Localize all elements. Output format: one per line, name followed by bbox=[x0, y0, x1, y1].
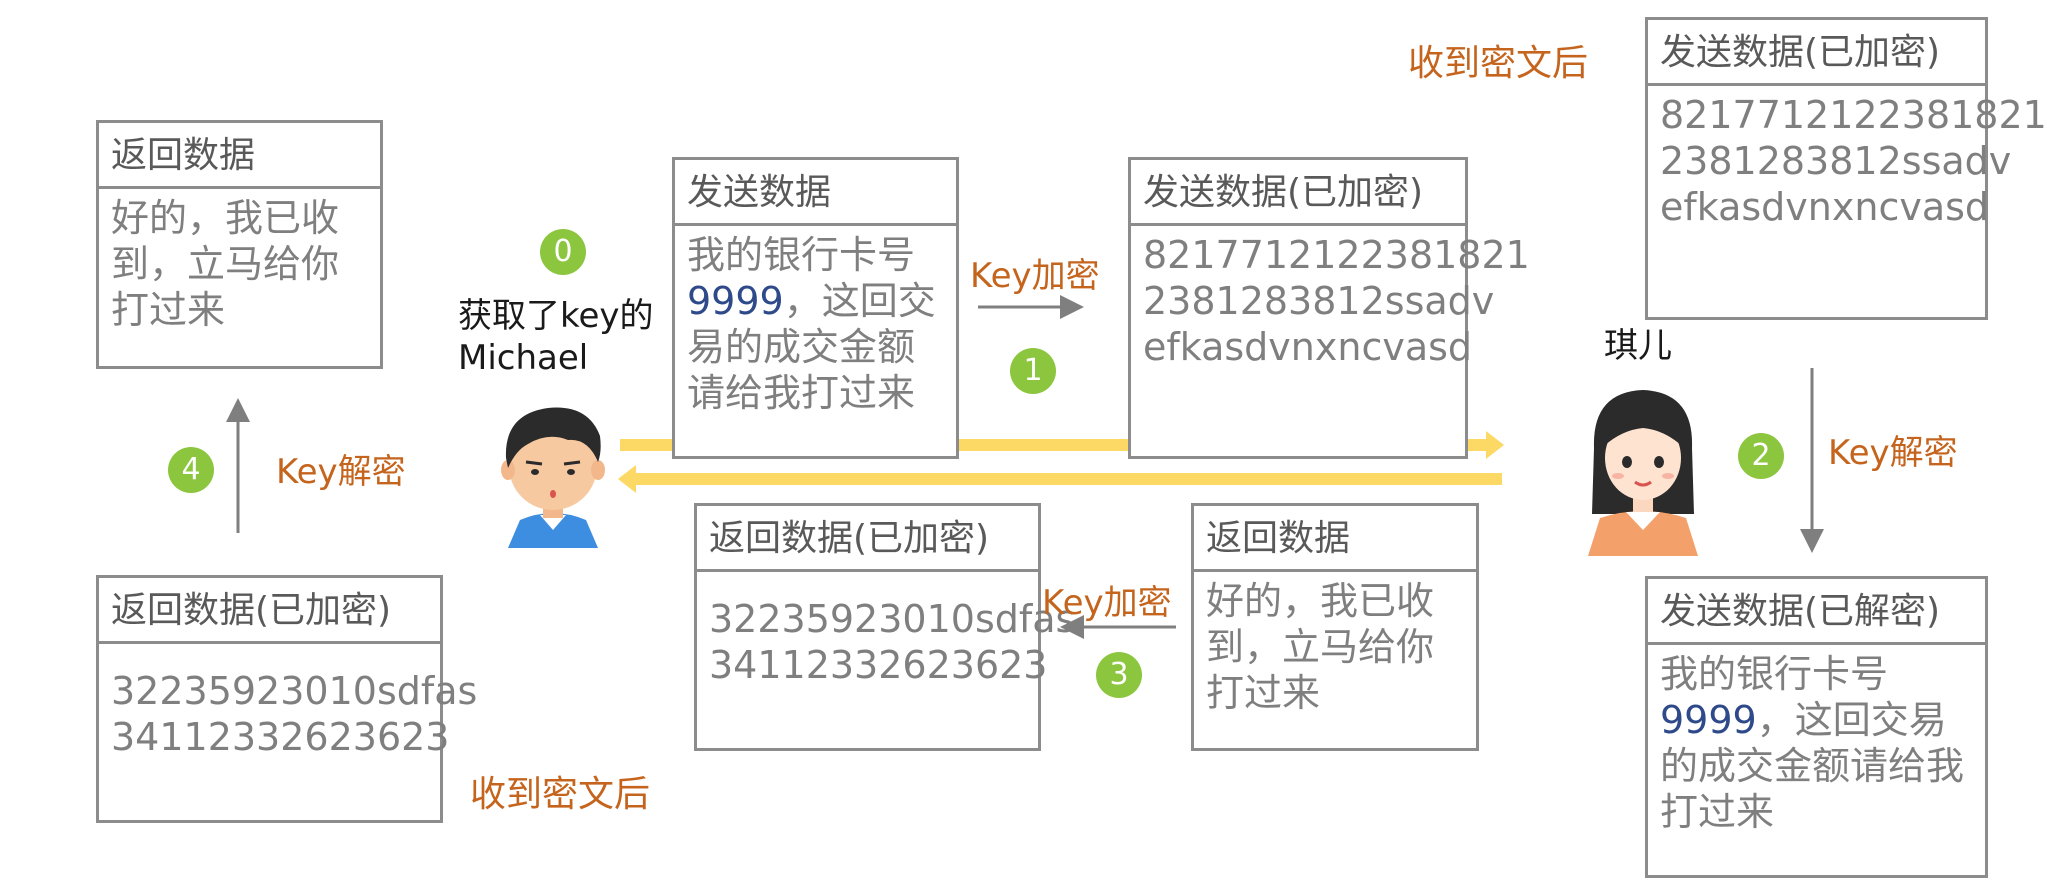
return-data-encrypted-mid-box: 返回数据(已加密) 32235923010sdfas 3411233262362… bbox=[694, 503, 1076, 751]
step-3-badge: 3 bbox=[1096, 652, 1142, 698]
box-body: 8217712122381821 2381283812ssadv efkasdv… bbox=[1143, 233, 1530, 369]
box-body: 好的，我已收 到，立马给你 打过来 bbox=[1206, 579, 1435, 715]
send-data-encrypted-mid-box: 发送数据(已加密) 8217712122381821 2381283812ssa… bbox=[1128, 157, 1530, 459]
box-title: 返回数据(已加密) bbox=[99, 578, 440, 644]
card-number: 9999 bbox=[1660, 698, 1757, 742]
box-title: 返回数据(已加密) bbox=[697, 506, 1038, 572]
received-cipher-label-top: 收到密文后 bbox=[1408, 43, 1589, 84]
box-body: 32235923010sdfas 34112332623623 bbox=[111, 669, 478, 759]
return-data-encrypted-left-box: 返回数据(已加密) 32235923010sdfas 3411233262362… bbox=[96, 575, 478, 823]
michael-avatar bbox=[501, 407, 605, 548]
box-body: 8217712122381821 2381283812ssadv efkasdv… bbox=[1660, 93, 2047, 229]
michael-label: 获取了key的 Michael bbox=[458, 296, 654, 378]
step-1-badge: 1 bbox=[1010, 348, 1056, 394]
key-encrypt-label-3: Key加密 bbox=[1042, 583, 1172, 623]
box-title: 返回数据 bbox=[99, 123, 380, 189]
return-data-plain-left-box: 返回数据 好的，我已收 到，立马给你 打过来 bbox=[96, 120, 383, 369]
box-title: 返回数据 bbox=[1194, 506, 1476, 572]
step-4-badge: 4 bbox=[168, 447, 214, 493]
box-title: 发送数据(已加密) bbox=[1131, 160, 1465, 226]
box-body: 好的，我已收 到，立马给你 打过来 bbox=[111, 196, 340, 332]
key-encrypt-label-1: Key加密 bbox=[970, 256, 1100, 296]
box-title: 发送数据(已解密) bbox=[1648, 579, 1985, 645]
qier-label: 琪儿 bbox=[1604, 326, 1672, 366]
step-0-badge: 0 bbox=[540, 229, 586, 275]
box-title: 发送数据 bbox=[675, 160, 956, 226]
box-body: 我的银行卡号 9999，这回交 易的成交金额 请给我打过来 bbox=[687, 233, 936, 415]
box-body: 32235923010sdfas 34112332623623 bbox=[709, 597, 1076, 687]
box-title: 发送数据(已加密) bbox=[1648, 20, 1985, 86]
channel-arrow-to-michael bbox=[618, 465, 1502, 493]
send-data-decrypted-right-box: 发送数据(已解密) 我的银行卡号 9999，这回交易 的成交金额请给我 打过来 bbox=[1645, 576, 1988, 878]
key-decrypt-label-4: Key解密 bbox=[276, 452, 406, 492]
send-data-plain-box: 发送数据 我的银行卡号 9999，这回交 易的成交金额 请给我打过来 bbox=[672, 157, 959, 459]
send-data-encrypted-right-box: 发送数据(已加密) 8217712122381821 2381283812ssa… bbox=[1645, 17, 2047, 320]
qier-avatar bbox=[1588, 390, 1698, 556]
card-number: 9999 bbox=[687, 279, 784, 323]
key-decrypt-label-2: Key解密 bbox=[1828, 433, 1958, 473]
received-cipher-label-bottom: 收到密文后 bbox=[470, 774, 651, 815]
return-data-plain-mid-box: 返回数据 好的，我已收 到，立马给你 打过来 bbox=[1191, 503, 1479, 751]
box-body: 我的银行卡号 9999，这回交易 的成交金额请给我 打过来 bbox=[1660, 652, 1965, 834]
step-2-badge: 2 bbox=[1738, 433, 1784, 479]
